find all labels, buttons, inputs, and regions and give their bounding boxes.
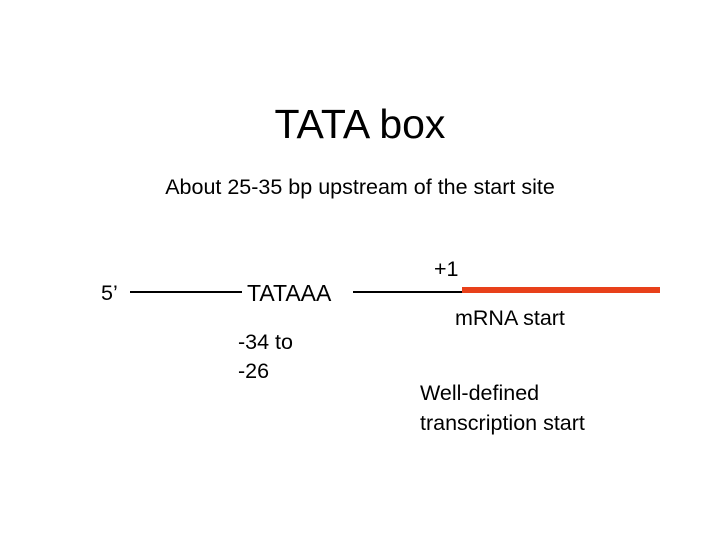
- page-title: TATA box: [274, 101, 446, 148]
- mrna-transcript-bar: [462, 287, 660, 293]
- mrna-start-label: mRNA start: [455, 306, 565, 330]
- transcription-start-annotation-line-2: transcription start: [420, 411, 585, 435]
- transcription-start-annotation: Well-defined transcription start: [420, 378, 585, 438]
- transcription-start-annotation-line-1: Well-defined: [420, 381, 540, 405]
- tata-box-position-range-line-1: -34 to: [238, 330, 293, 354]
- five-prime-end-label: 5’: [101, 281, 118, 305]
- dna-strand-downstream-segment: [353, 291, 463, 293]
- dna-strand-upstream-segment: [130, 291, 242, 293]
- tata-box-sequence-label: TATAAA: [247, 280, 332, 306]
- slide-subtitle: About 25-35 bp upstream of the start sit…: [165, 175, 555, 199]
- tata-box-position-range-line-2: -26: [238, 359, 270, 383]
- tata-box-position-range: -34 to -26: [238, 328, 293, 386]
- transcription-start-site-label: +1: [434, 257, 459, 281]
